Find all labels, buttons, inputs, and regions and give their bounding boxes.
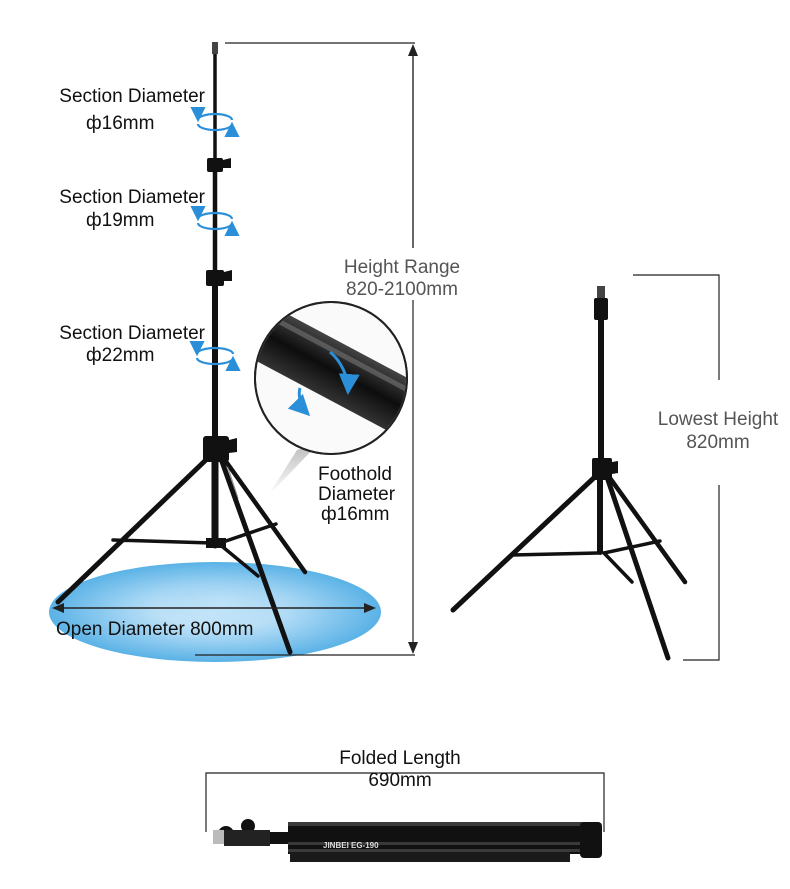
height-range-value: 820-2100mm	[346, 279, 458, 300]
section-2-value: ф19mm	[86, 210, 155, 231]
folded-length-value: 690mm	[368, 770, 432, 791]
height-range-label: Height Range	[343, 257, 461, 278]
foothold-line1: Foothold	[318, 464, 392, 485]
section-ring-3-icon	[189, 340, 241, 372]
tall-stand	[55, 42, 308, 655]
lowest-height-value: 820mm	[686, 432, 750, 453]
section-ring-1-icon	[190, 106, 240, 138]
section-2-label: Section Diameter	[59, 187, 205, 208]
folded-stand: JINBEI EG-190	[213, 819, 602, 862]
section-1-value: ф16mm	[86, 113, 155, 134]
section-1-label: Section Diameter	[59, 86, 205, 107]
height-range-dimension	[195, 42, 418, 656]
lowest-height-bracket	[633, 274, 720, 661]
section-3-label: Section Diameter	[59, 323, 205, 344]
open-diameter-label: Open Diameter 800mm	[56, 619, 254, 640]
folded-length-bracket	[205, 772, 605, 832]
folded-length-label: Folded Length	[339, 748, 461, 769]
open-diameter-dimension	[52, 603, 376, 613]
floor-inner-ellipse	[155, 579, 285, 629]
foothold-line2: Diameter	[318, 484, 396, 505]
foothold-zoom-circle	[254, 301, 408, 455]
lowest-height-label: Lowest Height	[657, 409, 779, 430]
folded-brand-text: JINBEI EG-190	[323, 841, 379, 850]
short-stand	[450, 286, 688, 661]
section-3-value: ф22mm	[86, 345, 155, 366]
foothold-line3: ф16mm	[321, 504, 390, 525]
section-ring-2-icon	[190, 205, 240, 237]
zoom-cone	[268, 444, 318, 496]
